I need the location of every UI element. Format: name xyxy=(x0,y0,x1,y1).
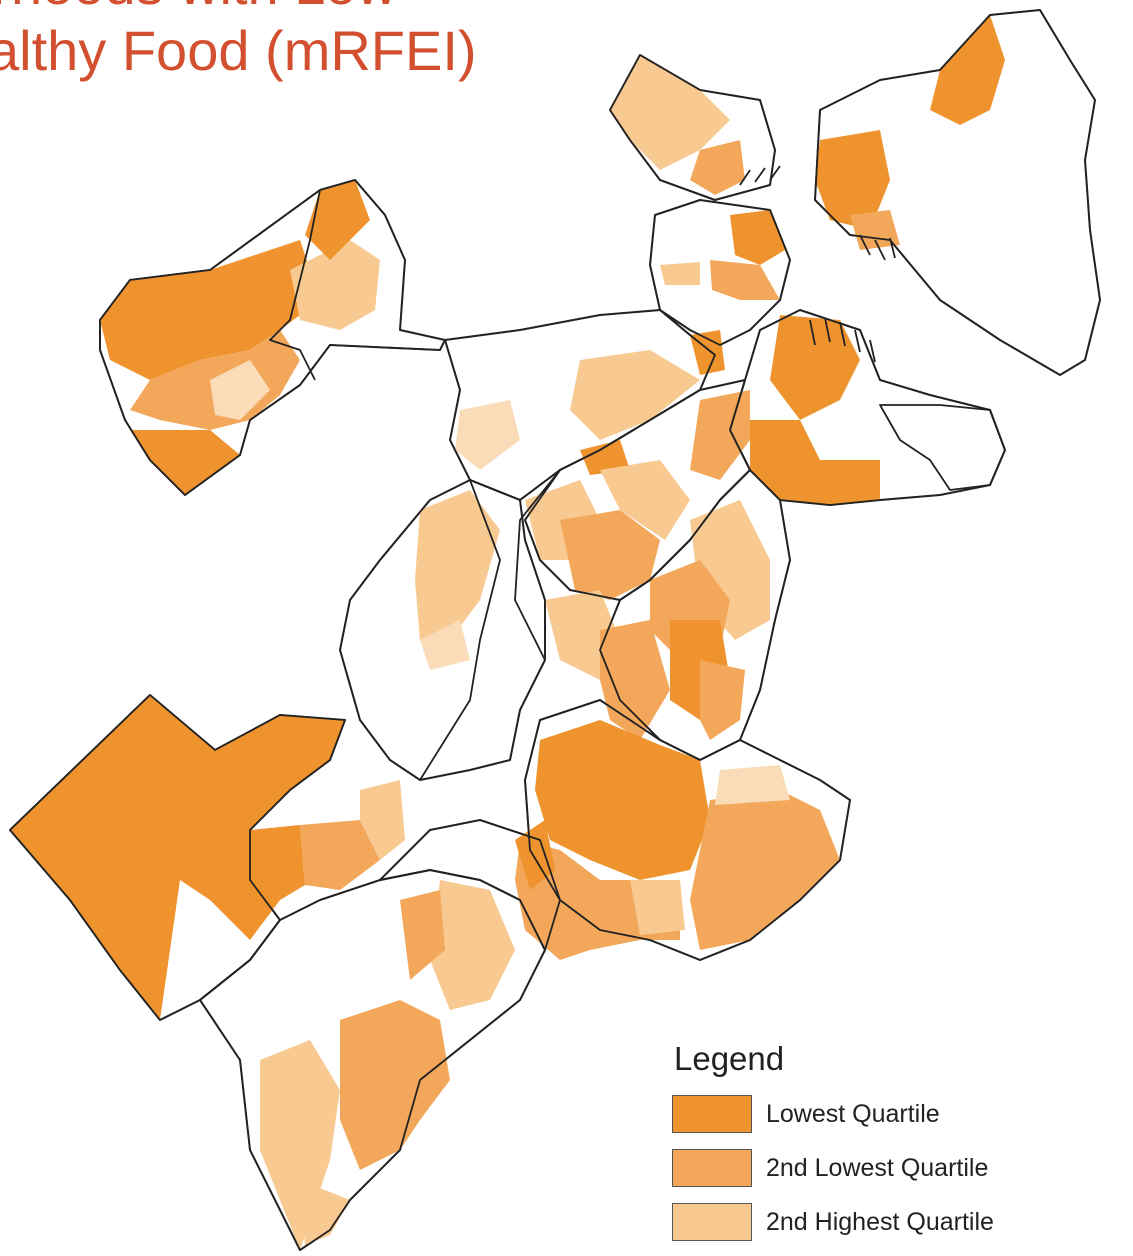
tract-roxbury-d xyxy=(700,660,745,740)
tract-allston-east xyxy=(290,240,380,330)
tract-downtown-a xyxy=(710,260,780,300)
tract-hydepark-e xyxy=(300,1180,350,1245)
tract-roslindale-a xyxy=(250,825,305,900)
boundary-roxbury xyxy=(599,469,791,761)
legend-swatch-second-lowest xyxy=(672,1149,752,1187)
boundary-roxbury-inner xyxy=(514,449,601,661)
map-title-line-2: althy Food (mRFEI) xyxy=(0,19,477,82)
tract-backbay-a xyxy=(570,350,700,440)
tract-fenway-a xyxy=(455,400,520,470)
seaport-outline xyxy=(879,404,1006,491)
boundary-mattapan xyxy=(379,819,561,951)
tract-hydepark-a xyxy=(260,1040,340,1250)
tract-northend xyxy=(730,210,785,265)
tract-southboston-a xyxy=(770,315,860,420)
legend-swatch-lowest xyxy=(672,1095,752,1133)
boundary-jp xyxy=(339,479,546,781)
legend-swatch-second-highest xyxy=(672,1203,752,1241)
boundary-charlestown xyxy=(609,54,776,201)
tract-roslindale-c xyxy=(360,780,405,860)
legend-label-lowest: Lowest Quartile xyxy=(766,1099,940,1128)
tract-brighton-pale xyxy=(210,360,270,420)
boundary-downtown xyxy=(649,199,791,346)
tract-allston-north xyxy=(305,180,370,260)
tract-dorchester-pale xyxy=(715,765,790,805)
tract-hydepark-c xyxy=(430,880,515,1010)
legend-label-second-lowest: 2nd Lowest Quartile xyxy=(766,1153,989,1182)
boundary-dorchester xyxy=(524,699,851,961)
tract-jp-a xyxy=(415,490,500,640)
tract-westroxbury-a xyxy=(10,695,345,1020)
tract-charlestown-a xyxy=(610,55,730,170)
boundary-westroxbury xyxy=(9,694,346,1021)
tract-dorchester-east xyxy=(690,790,840,950)
tract-hydepark-d xyxy=(400,890,445,980)
tract-backbay-b xyxy=(580,440,630,475)
legend-heading: Legend xyxy=(674,1040,785,1077)
tract-roslindale-b xyxy=(300,820,380,890)
tract-jp-b xyxy=(420,620,470,670)
tract-eastboston-a xyxy=(815,130,890,230)
legend-item-second-highest: 2nd Highest Quartile xyxy=(672,1202,1112,1242)
legend-item-second-lowest: 2nd Lowest Quartile xyxy=(672,1148,1112,1188)
tract-dorchester-lowest xyxy=(535,720,710,880)
tract-mattapan-b xyxy=(515,820,555,890)
legend-item-lowest: Lowest Quartile xyxy=(672,1094,1112,1134)
tract-hydepark-b xyxy=(340,1000,450,1170)
boundary-eastboston xyxy=(814,9,1101,376)
tract-roxbury-e xyxy=(600,620,670,740)
tract-southend-b xyxy=(560,510,660,600)
harbor-piers xyxy=(739,165,896,363)
boundary-jp-inner xyxy=(419,479,501,781)
map-title-line-1: borhoods with Low xyxy=(0,0,560,18)
tract-mattapan-c xyxy=(630,880,685,935)
map-title: borhoods with Low althy Food (mRFEI) xyxy=(0,0,560,84)
tract-mattapan-a xyxy=(515,840,680,960)
tract-charlestown-b xyxy=(690,140,745,195)
tract-southboston-b xyxy=(750,420,880,505)
legend-label-second-highest: 2nd Highest Quartile xyxy=(766,1207,994,1236)
tract-downtown-b xyxy=(660,262,700,285)
tract-allston-west xyxy=(100,240,320,380)
tract-eastboston-c xyxy=(930,15,1005,125)
boundary-allston-inner xyxy=(269,189,321,381)
tract-brighton-south xyxy=(130,430,240,495)
tract-southend-c xyxy=(600,460,690,540)
map-legend: Legend Lowest Quartile 2nd Lowest Quarti… xyxy=(672,1040,1112,1256)
